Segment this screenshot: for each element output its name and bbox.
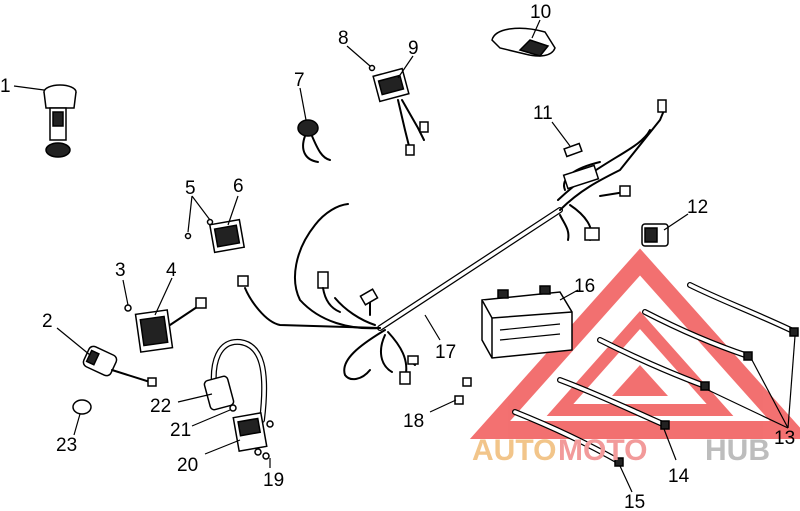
- part-straps: [512, 282, 799, 467]
- part-cover: [491, 27, 556, 57]
- watermark-auto: AUTO: [472, 434, 556, 467]
- callout-22: 22: [150, 396, 171, 417]
- callout-9: 9: [408, 38, 419, 59]
- part-main-harness: [237, 99, 667, 385]
- part-ignition-switch: [43, 84, 77, 158]
- callout-12: 12: [687, 197, 708, 218]
- callout-2: 2: [42, 311, 53, 332]
- callout-20: 20: [177, 455, 198, 476]
- callout-13: 13: [774, 428, 795, 449]
- callout-23: 23: [56, 435, 77, 456]
- part-ignition-coil: [203, 338, 274, 460]
- callout-7: 7: [294, 70, 305, 91]
- part-indicator-lamp: [297, 119, 331, 163]
- callout-6: 6: [233, 176, 244, 197]
- part-fuse: [563, 142, 583, 158]
- callout-4: 4: [166, 260, 177, 281]
- watermark-hub: HUB: [705, 434, 770, 467]
- part-relay: [641, 223, 669, 247]
- leader-lines: [13, 19, 796, 493]
- callout-5: 5: [185, 178, 196, 199]
- part-control-module: [368, 64, 429, 156]
- callout-18: 18: [403, 411, 424, 432]
- callout-1: 1: [0, 76, 11, 97]
- callout-14: 14: [668, 466, 690, 487]
- callout-11: 11: [533, 103, 553, 124]
- watermark-moto: MOTO: [558, 434, 647, 467]
- callout-21: 21: [170, 420, 191, 441]
- part-washer: [72, 399, 92, 415]
- part-relay-block: [124, 297, 207, 353]
- callout-16: 16: [574, 276, 595, 297]
- part-battery-bolts: [454, 377, 472, 405]
- callout-19: 19: [263, 470, 284, 491]
- watermark-triangle-core: [612, 365, 668, 396]
- callout-17: 17: [435, 342, 456, 363]
- watermark-text: AUTO MOTO HUB: [472, 434, 770, 467]
- part-sensor: [82, 345, 157, 387]
- callout-3: 3: [115, 260, 126, 281]
- callout-8: 8: [338, 28, 349, 49]
- part-battery: [481, 285, 573, 359]
- watermark-triangle-inner: [546, 310, 734, 416]
- callout-10: 10: [530, 2, 551, 23]
- part-regulator: [184, 218, 246, 254]
- callout-15: 15: [624, 492, 645, 511]
